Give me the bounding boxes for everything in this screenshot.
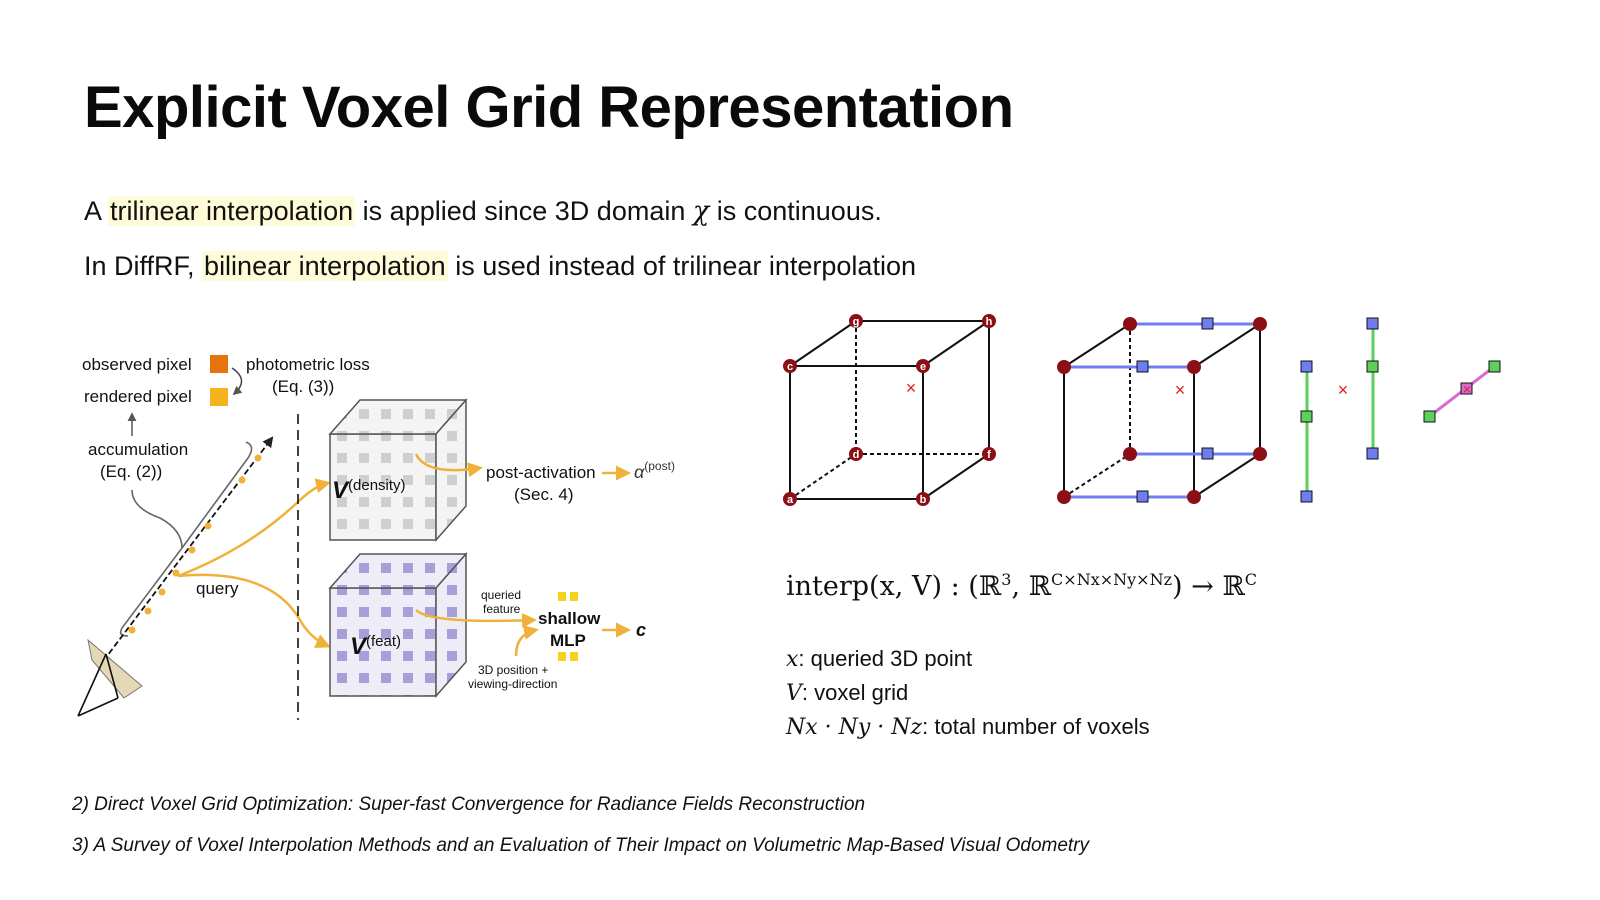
eq3-label: (Eq. (3)) bbox=[272, 377, 334, 396]
blue-midpoints bbox=[1136, 317, 1214, 503]
svg-text:c: c bbox=[787, 361, 793, 373]
camera-ray bbox=[97, 436, 274, 669]
formula-mid: , ℝ bbox=[1011, 571, 1052, 602]
query-arrow-feat bbox=[177, 573, 331, 648]
v-feat-label: V(feat) bbox=[350, 633, 401, 660]
legend-n: Nx · Ny · Nz: total number of voxels bbox=[786, 714, 1150, 740]
pink-midpoint bbox=[1460, 382, 1473, 395]
line2-suffix: is used instead of trilinear interpolati… bbox=[447, 251, 916, 281]
post-activation-label: post-activation bbox=[486, 463, 596, 482]
green-edges bbox=[1305, 324, 1375, 497]
green-line-endpoints bbox=[1300, 317, 1379, 503]
legend-n-symbol: Nx · Ny · Nz bbox=[786, 715, 923, 740]
legend-x-symbol: x bbox=[786, 647, 799, 672]
line1-mid: is applied since 3D domain bbox=[355, 196, 693, 226]
slide-title: Explicit Voxel Grid Representation bbox=[84, 75, 1014, 140]
query-arrow-density bbox=[177, 478, 331, 578]
query-point-cross-4: × bbox=[1463, 381, 1471, 397]
alpha-post-label: α(post) bbox=[634, 459, 675, 482]
formula-rhs: ) → ℝ bbox=[1172, 571, 1245, 602]
viewing-direction-label: viewing-direction bbox=[468, 677, 557, 691]
cube-vertices: a b c d e f g h bbox=[783, 314, 996, 506]
dvgo-pipeline-figure: observed pixel rendered pixel photometri… bbox=[77, 355, 675, 720]
chi-symbol: χ bbox=[692, 196, 710, 227]
reference-3: 3) A Survey of Voxel Interpolation Metho… bbox=[72, 835, 1090, 856]
formula-sup1: 3 bbox=[1001, 570, 1012, 589]
density-grid-cube bbox=[328, 398, 468, 542]
shallow-label: shallow bbox=[538, 609, 601, 628]
svg-text:e: e bbox=[920, 361, 926, 373]
highlight-trilinear: trilinear interpolation bbox=[108, 196, 356, 226]
ray-samples bbox=[128, 454, 262, 634]
camera-icon bbox=[77, 653, 119, 717]
legend-n-text: : total number of voxels bbox=[922, 714, 1150, 739]
observed-pixel-swatch bbox=[210, 355, 228, 373]
rendered-pixel-swatch bbox=[210, 388, 228, 406]
loss-arrow bbox=[231, 367, 243, 396]
bilinear-sentence: In DiffRF, bilinear interpolation is use… bbox=[84, 251, 916, 282]
query-point-cross-3: × bbox=[1338, 380, 1349, 400]
feat-to-mlp-arrow bbox=[415, 609, 537, 628]
interpolation-cubes-figure: a b c d e f g h × × × bbox=[783, 314, 1501, 506]
svg-text:a: a bbox=[787, 494, 794, 506]
line1-prefix: A bbox=[84, 196, 109, 226]
mlp-label: MLP bbox=[550, 631, 586, 650]
sec4-label: (Sec. 4) bbox=[514, 485, 574, 504]
accumulation-label: accumulation bbox=[88, 440, 188, 459]
image-plane bbox=[87, 638, 143, 699]
trilinear-sentence: A trilinear interpolation is applied sin… bbox=[84, 196, 882, 227]
mlp-glyph bbox=[558, 592, 578, 661]
svg-text:h: h bbox=[986, 316, 993, 328]
color-output-label: c bbox=[636, 620, 646, 640]
photometric-loss-label: photometric loss bbox=[246, 355, 370, 374]
query-point-cross-1: × bbox=[906, 378, 917, 398]
legend-v-text: : voxel grid bbox=[801, 680, 909, 705]
svg-text:b: b bbox=[920, 494, 927, 506]
svg-text:f: f bbox=[987, 449, 991, 461]
v-density-label: V(density) bbox=[332, 477, 406, 504]
position-label: 3D position + bbox=[478, 663, 548, 677]
svg-text:d: d bbox=[853, 449, 860, 461]
legend-x: x: queried 3D point bbox=[786, 646, 972, 672]
pink-line-endpoints bbox=[1423, 360, 1501, 423]
reference-2: 2) Direct Voxel Grid Optimization: Super… bbox=[72, 794, 866, 815]
eq2-label: (Eq. (2)) bbox=[100, 462, 162, 481]
observed-pixel-label: observed pixel bbox=[82, 355, 192, 374]
trilinear-cube bbox=[789, 320, 990, 500]
legend-v: V: voxel grid bbox=[786, 680, 908, 706]
formula-sup3: C bbox=[1244, 570, 1258, 589]
legend-v-symbol: V bbox=[786, 681, 802, 706]
feature-grid-cube bbox=[328, 552, 468, 698]
highlight-bilinear: bilinear interpolation bbox=[202, 251, 448, 281]
formula-lhs: interp(x, V) : (ℝ bbox=[786, 571, 1002, 602]
rendered-pixel-label: rendered pixel bbox=[84, 387, 192, 406]
query-label: query bbox=[196, 579, 239, 598]
formula-sup2: C×Nx×Ny×Nz bbox=[1051, 570, 1172, 589]
interpolation-cube-2 bbox=[1063, 323, 1261, 498]
line1-suffix: is continuous. bbox=[709, 196, 882, 226]
posdir-arrow bbox=[514, 625, 539, 657]
ray-bracket bbox=[119, 441, 253, 637]
cube2-vertices bbox=[1057, 317, 1267, 504]
interp-formula: interp(x, V) : (ℝ3, ℝC×Nx×Ny×Nz) → ℝC bbox=[786, 570, 1257, 602]
blue-edges bbox=[1064, 322, 1260, 499]
density-to-activation-arrow bbox=[414, 453, 483, 478]
query-point-cross-2: × bbox=[1175, 380, 1186, 400]
queried-label: queried bbox=[481, 588, 521, 602]
line2-prefix: In DiffRF, bbox=[84, 251, 203, 281]
feature-label: feature bbox=[483, 602, 521, 616]
legend-x-text: : queried 3D point bbox=[798, 646, 973, 671]
green-midpoints bbox=[1300, 360, 1379, 423]
svg-text:g: g bbox=[853, 316, 860, 328]
